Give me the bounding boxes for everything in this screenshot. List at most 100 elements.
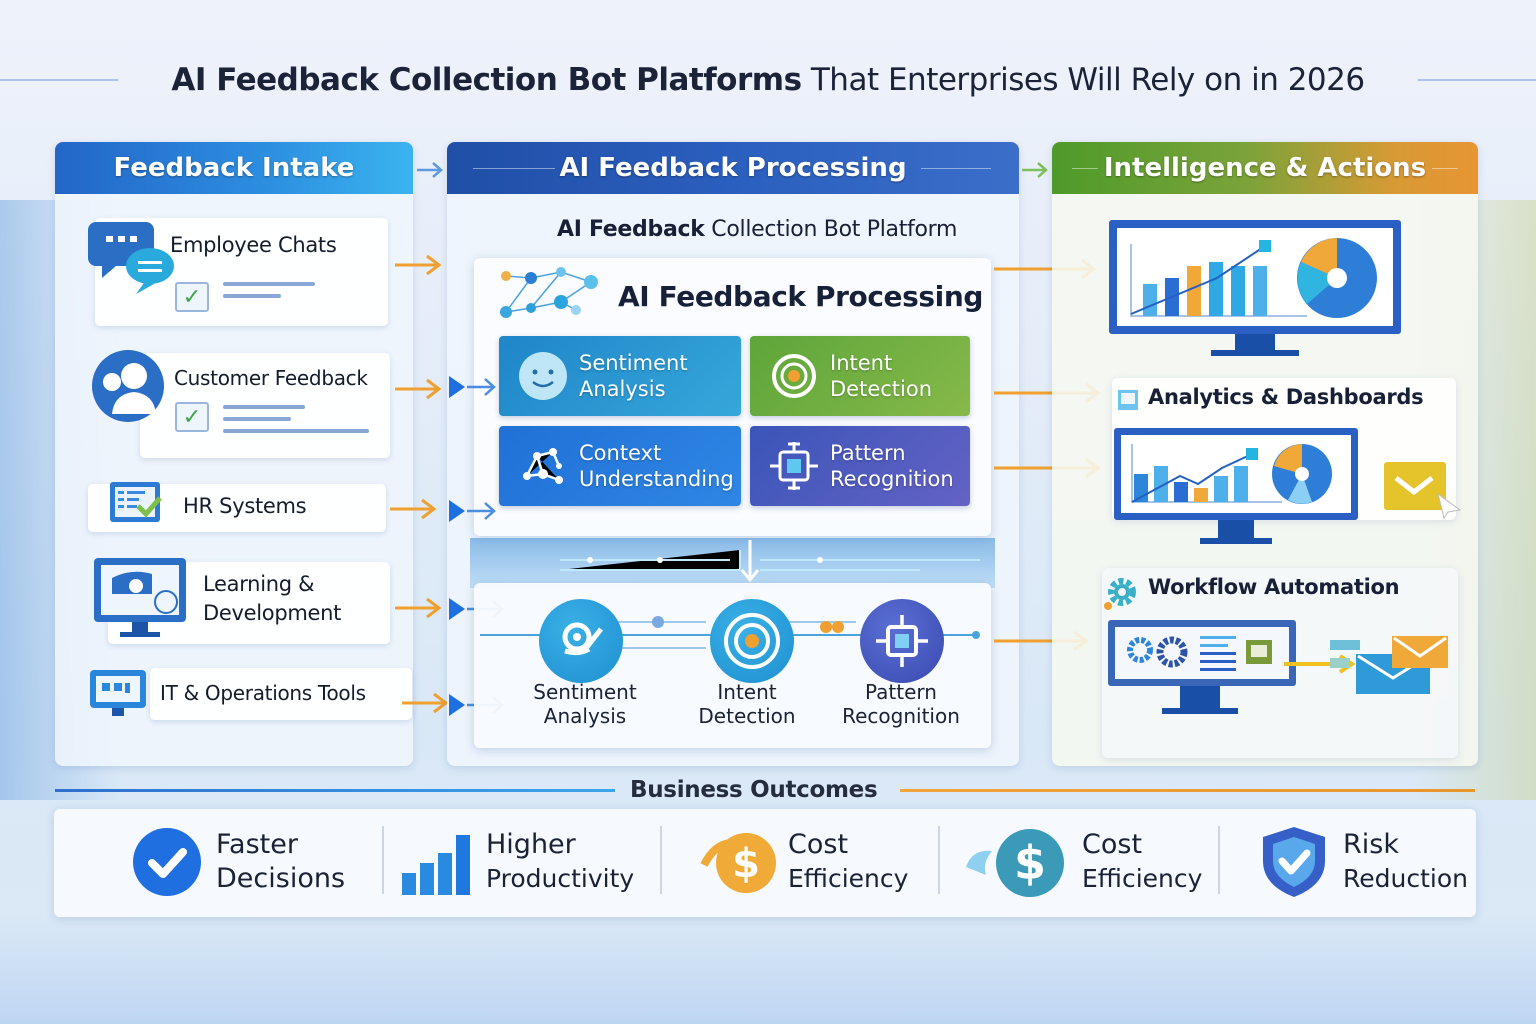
outcome-faster-decisions: Faster Decisions: [128, 818, 345, 906]
business-outcomes-heading: Business Outcomes: [55, 777, 1475, 803]
dollar-circle-icon: $: [966, 829, 1064, 897]
intake-label-learning-development: Learning & Development: [203, 570, 341, 628]
svg-text:$: $: [732, 841, 760, 887]
target-icon: [724, 613, 780, 669]
intelligence-actions-header: Intelligence & Actions: [1052, 142, 1478, 194]
chat-bubbles-icon: [88, 222, 174, 294]
bar-chart-icon: [402, 835, 470, 895]
analytics-monitor-icon: [1114, 428, 1358, 544]
outcome-higher-line2: Productivity: [486, 864, 635, 893]
dollar-coin-icon: $: [700, 833, 776, 893]
page-title-row: AI Feedback Collection Bot Platforms Tha…: [0, 55, 1536, 105]
outcome-cost2-line1: Cost: [1082, 829, 1143, 860]
pipeline-node-intent[interactable]: [710, 599, 794, 683]
flow-arrow-icon: [395, 597, 442, 619]
tile-pattern-line2: Recognition: [830, 467, 954, 491]
outcome-higher-productivity: Higher Productivity: [398, 818, 634, 906]
dashboard-monitor-icon: [1109, 220, 1401, 356]
tile-sentiment-analysis[interactable]: Sentiment Analysis: [499, 336, 741, 416]
email-cursor-icon: [1384, 462, 1462, 520]
tile-context-understanding[interactable]: Context Understanding: [499, 426, 741, 506]
flow-arrow-icon: [395, 378, 442, 400]
tile-context-line1: Context: [579, 441, 662, 465]
pipeline-label-pattern-line2: Recognition: [842, 704, 960, 728]
platform-subtitle-bold: AI Feedback: [557, 217, 705, 242]
tile-sentiment-text: Sentiment Analysis: [579, 350, 688, 402]
email-automation-icon: [1284, 636, 1448, 694]
gear-icon: [1104, 578, 1136, 610]
input-marker-icon: [449, 376, 496, 398]
circuit-lines-icon: [560, 540, 980, 583]
business-outcomes-title: Business Outcomes: [630, 777, 878, 803]
outcome-faster-line1: Faster: [216, 829, 298, 860]
processing-inner-title: AI Feedback Processing: [618, 280, 984, 313]
tile-intent-detection[interactable]: Intent Detection: [750, 336, 970, 416]
pipeline-node-sentiment[interactable]: [539, 599, 623, 683]
pipeline-node-pattern[interactable]: [860, 599, 944, 683]
tile-pattern-line1: Pattern: [830, 441, 906, 465]
pipeline-label-intent-line2: Detection: [698, 704, 796, 728]
outcome-cost-efficiency-2: $ Cost Efficiency: [960, 818, 1202, 906]
page-title-regular: That Enterprises Will Rely on in 2026: [810, 62, 1365, 98]
column-arrow-icon: [417, 162, 443, 178]
svg-text:$: $: [1014, 836, 1046, 890]
tile-context-text: Context Understanding: [579, 440, 734, 492]
pipeline-label-pattern-line1: Pattern: [865, 680, 937, 704]
pipeline-label-intent-line1: Intent: [717, 680, 777, 704]
tile-intent-line1: Intent: [830, 351, 893, 375]
outcome-cost1-line1: Cost: [788, 829, 849, 860]
checkbox-icon: ✓: [175, 402, 209, 432]
outcome-risk-reduction: Risk Reduction: [1255, 818, 1468, 906]
smiley-icon: [519, 352, 567, 400]
intake-card-it-operations[interactable]: [150, 668, 412, 720]
outcome-divider: [1218, 826, 1220, 894]
outcome-divider: [938, 826, 940, 894]
outcomes-divider-left: [55, 789, 615, 792]
pipeline-label-sentiment-line2: Analysis: [543, 704, 627, 728]
outcome-cost1-line2: Efficiency: [788, 864, 909, 893]
platform-subtitle-regular: Collection Bot Platform: [711, 217, 958, 242]
outcome-risk-line1: Risk: [1343, 829, 1399, 860]
target-icon: [772, 354, 816, 398]
intake-label-it-operations: IT & Operations Tools: [160, 681, 366, 705]
column-arrow-icon: [1022, 162, 1048, 178]
check-circle-icon: [133, 828, 201, 896]
tile-pattern-recognition[interactable]: Pattern Recognition: [750, 426, 970, 506]
title-divider-right: [1418, 79, 1536, 81]
outcome-cost2-line2: Efficiency: [1082, 864, 1203, 893]
outcome-higher-line1: Higher: [486, 829, 576, 860]
intake-label-learning-line2: Development: [203, 601, 342, 625]
sentiment-search-icon: [562, 622, 603, 656]
platform-subtitle: AI Feedback Collection Bot Platform: [557, 217, 957, 242]
intake-label-customer-feedback: Customer Feedback: [174, 366, 368, 390]
tile-pattern-text: Pattern Recognition: [830, 440, 954, 492]
users-icon: [92, 350, 164, 422]
feedback-intake-header-text: Feedback Intake: [113, 153, 355, 183]
it-monitor-icon: [90, 670, 146, 716]
tile-context-line2: Understanding: [579, 467, 734, 491]
ai-processing-header: AI Feedback Processing: [447, 142, 1019, 194]
pipeline-label-sentiment-line1: Sentiment: [533, 680, 637, 704]
network-icon: [523, 448, 563, 484]
training-monitor-icon: [94, 558, 186, 637]
hr-document-icon: [110, 482, 162, 522]
title-divider-left: [0, 79, 118, 81]
input-marker-icon: [449, 500, 496, 522]
outcome-risk-line2: Reduction: [1343, 864, 1468, 893]
flow-arrow-icon: [395, 254, 442, 276]
text-lines-decoration: [223, 405, 373, 441]
intelligence-actions-header-text: Intelligence & Actions: [1103, 153, 1427, 183]
chip-icon: [876, 615, 928, 667]
outcome-cost-efficiency-1: $ Cost Efficiency: [700, 818, 908, 906]
outcome-divider: [382, 826, 384, 894]
tile-sentiment-line2: Analysis: [579, 377, 666, 401]
intake-label-learning-line1: Learning &: [203, 572, 315, 596]
workflow-monitor-icon: [1108, 620, 1296, 714]
dashboard-icon: [1118, 390, 1138, 410]
intake-label-hr-systems: HR Systems: [183, 494, 307, 518]
page-title-bold: AI Feedback Collection Bot Platforms: [171, 62, 802, 98]
action-label-analytics: Analytics & Dashboards: [1148, 385, 1424, 409]
text-lines-decoration: [223, 282, 315, 306]
neural-network-icon: [500, 267, 598, 318]
feedback-intake-header: Feedback Intake: [55, 142, 413, 194]
